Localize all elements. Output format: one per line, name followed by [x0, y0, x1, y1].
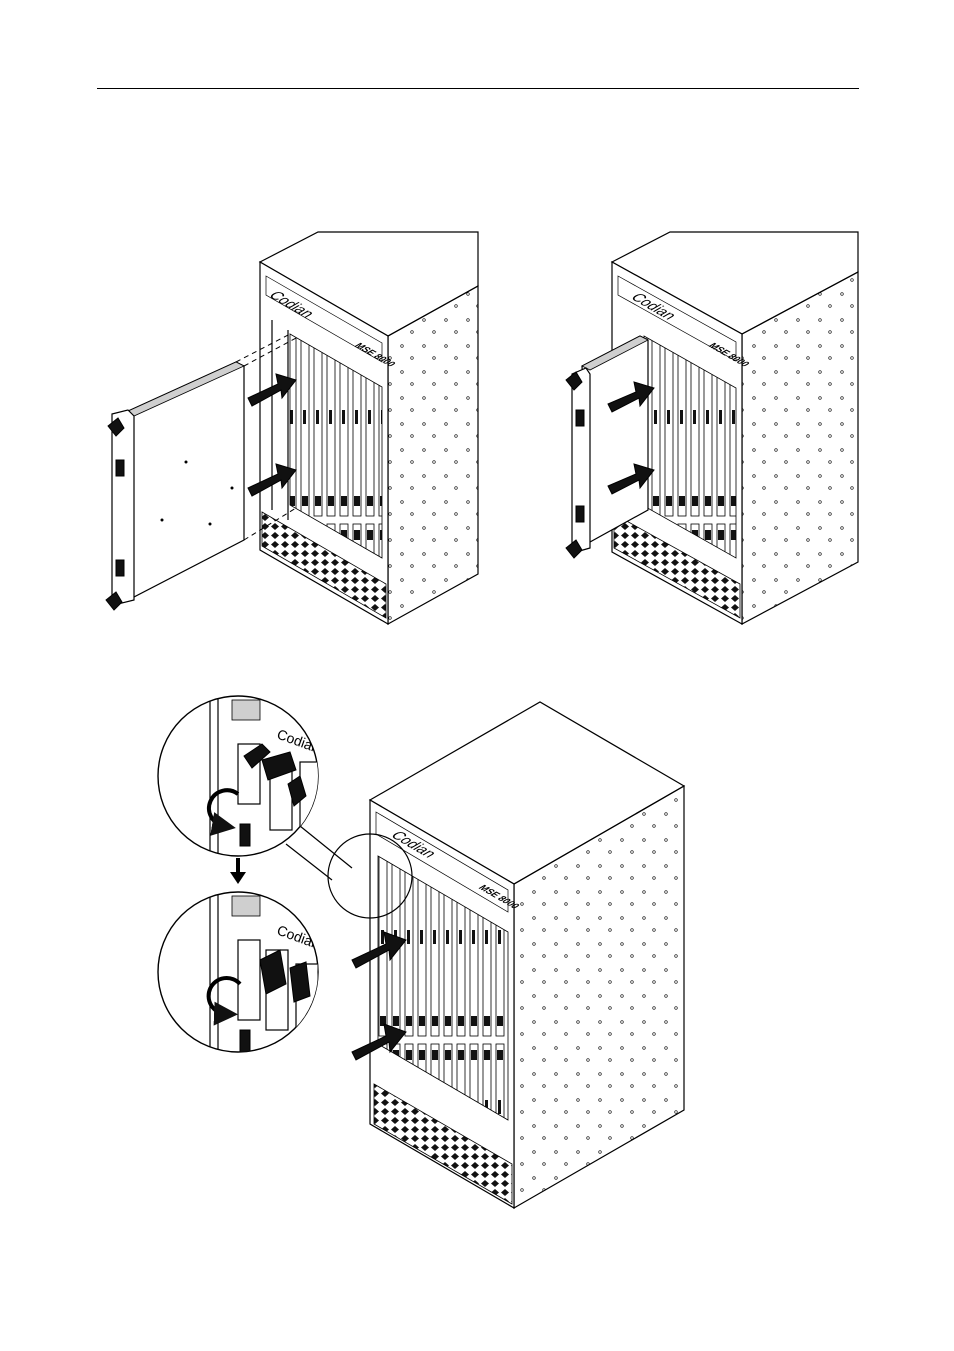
figure-card-inserted: Codian MSE 8000	[566, 232, 858, 624]
figure-card-approach: Codian MSE 8000	[106, 232, 478, 624]
figure-ejector-close-detail: Codian MSE 8000 Codian	[158, 690, 684, 1208]
blade-card-front-panel	[572, 368, 590, 552]
blade-card-board	[126, 362, 244, 598]
chassis-side-panel	[742, 272, 858, 624]
chassis-side-panel	[388, 286, 478, 624]
detail-magnifier-open: Codian	[158, 690, 322, 860]
detail-magnifier-closed: Codian	[158, 890, 322, 1060]
step-down-arrow-icon	[230, 872, 246, 884]
